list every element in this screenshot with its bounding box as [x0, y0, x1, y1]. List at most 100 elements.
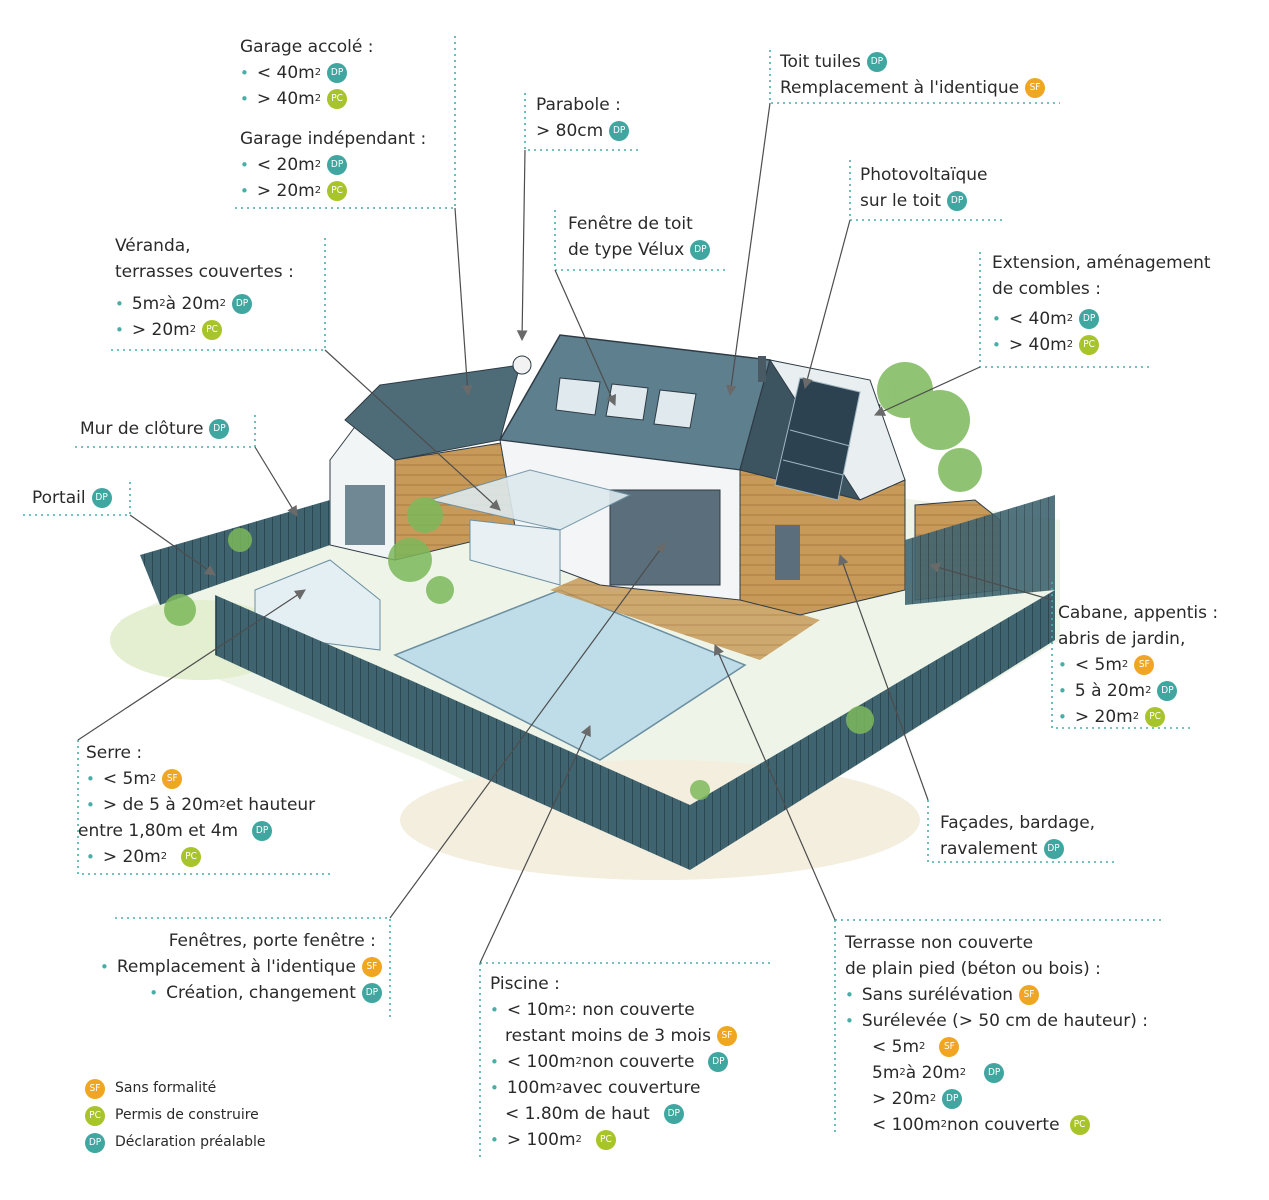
mur-title: Mur de clôture — [80, 419, 204, 439]
toit-replacement: Remplacement à l'identique — [780, 78, 1020, 98]
piscine-covered-height: < 1.80m de haut — [505, 1104, 650, 1124]
dp-badge-icon: DP — [1043, 839, 1064, 859]
garage-independent-large: > 20m — [256, 181, 315, 201]
dp-badge-icon: DP — [327, 155, 348, 175]
cabane-large: > 20m — [1074, 707, 1133, 727]
terrasse-title: Terrasse non couverte — [845, 933, 1034, 953]
label-cabane: Cabane, appentis : abris de jardin, • < 5… — [1058, 600, 1218, 730]
garage-attached-small: < 40m — [256, 63, 315, 83]
legend-item-dp: DP Déclaration préalable — [85, 1129, 266, 1156]
bullet-icon: • — [490, 1079, 499, 1097]
dp-badge-icon: DP — [361, 983, 382, 1003]
sf-badge-icon: SF — [1019, 985, 1040, 1005]
pc-badge-icon: PC — [181, 847, 202, 867]
dp-badge-icon: DP — [663, 1104, 684, 1124]
sf-badge-icon: SF — [361, 957, 382, 977]
terrasse-raised-medium-end: à 20m — [905, 1063, 960, 1083]
bullet-icon: • — [992, 310, 1001, 328]
veranda-title: Véranda, — [115, 236, 191, 256]
piscine-small-detail: : non couverte — [571, 1000, 695, 1020]
sf-badge-icon: SF — [162, 769, 183, 789]
toit-title: Toit tuiles — [780, 52, 861, 72]
photo-title: Photovoltaïque — [860, 165, 988, 185]
piscine-covered: 100m — [506, 1078, 556, 1098]
bullet-icon: • — [115, 295, 124, 313]
parabole-size: > 80cm — [536, 121, 604, 141]
dp-badge-icon: DP — [708, 1052, 729, 1072]
bullet-icon: • — [992, 336, 1001, 354]
bullet-icon: • — [100, 958, 109, 976]
pc-badge-icon: PC — [595, 1130, 616, 1150]
bullet-icon: • — [240, 182, 249, 200]
pc-badge-icon: PC — [1079, 335, 1100, 355]
sf-badge-icon: SF — [939, 1037, 960, 1057]
parabole-title: Parabole : — [536, 95, 621, 115]
dp-badge-icon: DP — [1079, 309, 1100, 329]
sf-badge-icon: SF — [1025, 78, 1046, 98]
bullet-icon: • — [1058, 682, 1067, 700]
velux-subtitle: de type Vélux — [568, 240, 685, 260]
terrasse-level: Sans surélévation — [861, 985, 1014, 1005]
piscine-small: < 10m — [506, 1000, 565, 1020]
extension-subtitle: de combles : — [992, 279, 1101, 299]
label-frames — [20, 36, 1190, 1158]
piscine-temporary: restant moins de 3 mois — [505, 1026, 711, 1046]
facades-title: Façades, bardage, — [940, 813, 1096, 833]
piscine-title: Piscine : — [490, 974, 560, 994]
bullet-icon: • — [490, 1053, 499, 1071]
piscine-covered-detail: avec couverture — [562, 1078, 701, 1098]
piscine-medium-detail: non couverte — [581, 1052, 695, 1072]
label-terrasse: Terrasse non couverte de plain pied (bét… — [845, 930, 1148, 1138]
velux-title: Fenêtre de toit — [568, 214, 693, 234]
dp-badge-icon: DP — [91, 488, 112, 508]
cabane-medium: 5 à 20m — [1074, 681, 1146, 701]
terrasse-raised-small: < 5m — [872, 1037, 920, 1057]
cabane-small: < 5m — [1074, 655, 1122, 675]
dp-badge-icon: DP — [327, 63, 348, 83]
legend-text: Déclaration préalable — [115, 1134, 266, 1150]
legend-text: Permis de construire — [115, 1107, 259, 1123]
terrasse-raised-large: > 20m — [872, 1089, 930, 1109]
portail-title: Portail — [32, 488, 86, 508]
leader-lines — [77, 102, 1053, 964]
bullet-icon: • — [86, 796, 95, 814]
bullet-icon: • — [490, 1131, 499, 1149]
bullet-icon: • — [1058, 656, 1067, 674]
bullet-icon: • — [845, 986, 854, 1004]
bullet-icon: • — [240, 156, 249, 174]
dp-badge-icon: DP — [984, 1063, 1005, 1083]
fenetres-title: Fenêtres, porte fenêtre : — [168, 931, 376, 951]
terrasse-raised: Surélevée (> 50 cm de hauteur) : — [861, 1011, 1148, 1031]
pc-badge-icon: PC — [202, 320, 223, 340]
serre-title: Serre : — [86, 743, 143, 763]
terrasse-raised-xlarge-detail: non couverte — [947, 1115, 1060, 1135]
veranda-range-end: à 20m — [165, 294, 220, 314]
dp-badge-icon: DP — [85, 1132, 105, 1153]
cabane-title: Cabane, appentis : — [1058, 603, 1219, 623]
terrasse-raised-xlarge: < 100m — [872, 1115, 941, 1135]
fence — [140, 495, 1055, 870]
bullet-icon: • — [115, 321, 124, 339]
dp-badge-icon: DP — [947, 191, 968, 211]
fenetres-replacement: Remplacement à l'identique — [116, 957, 356, 977]
vegetation — [164, 362, 982, 800]
fenetres-creation: Création, changement — [166, 983, 356, 1003]
terrasse-subtitle: de plain pied (béton ou bois) : — [845, 959, 1101, 979]
bullet-icon: • — [240, 90, 249, 108]
terrasse-raised-medium-start: 5m — [872, 1063, 900, 1083]
garage-attached-large: > 40m — [256, 89, 315, 109]
extension-large: > 40m — [1008, 335, 1067, 355]
label-extension: Extension, aménagement de combles : •< 4… — [992, 250, 1211, 358]
sf-badge-icon: SF — [717, 1026, 737, 1046]
bullet-icon: • — [490, 1001, 499, 1019]
cabane-subtitle: abris de jardin, — [1058, 629, 1186, 649]
